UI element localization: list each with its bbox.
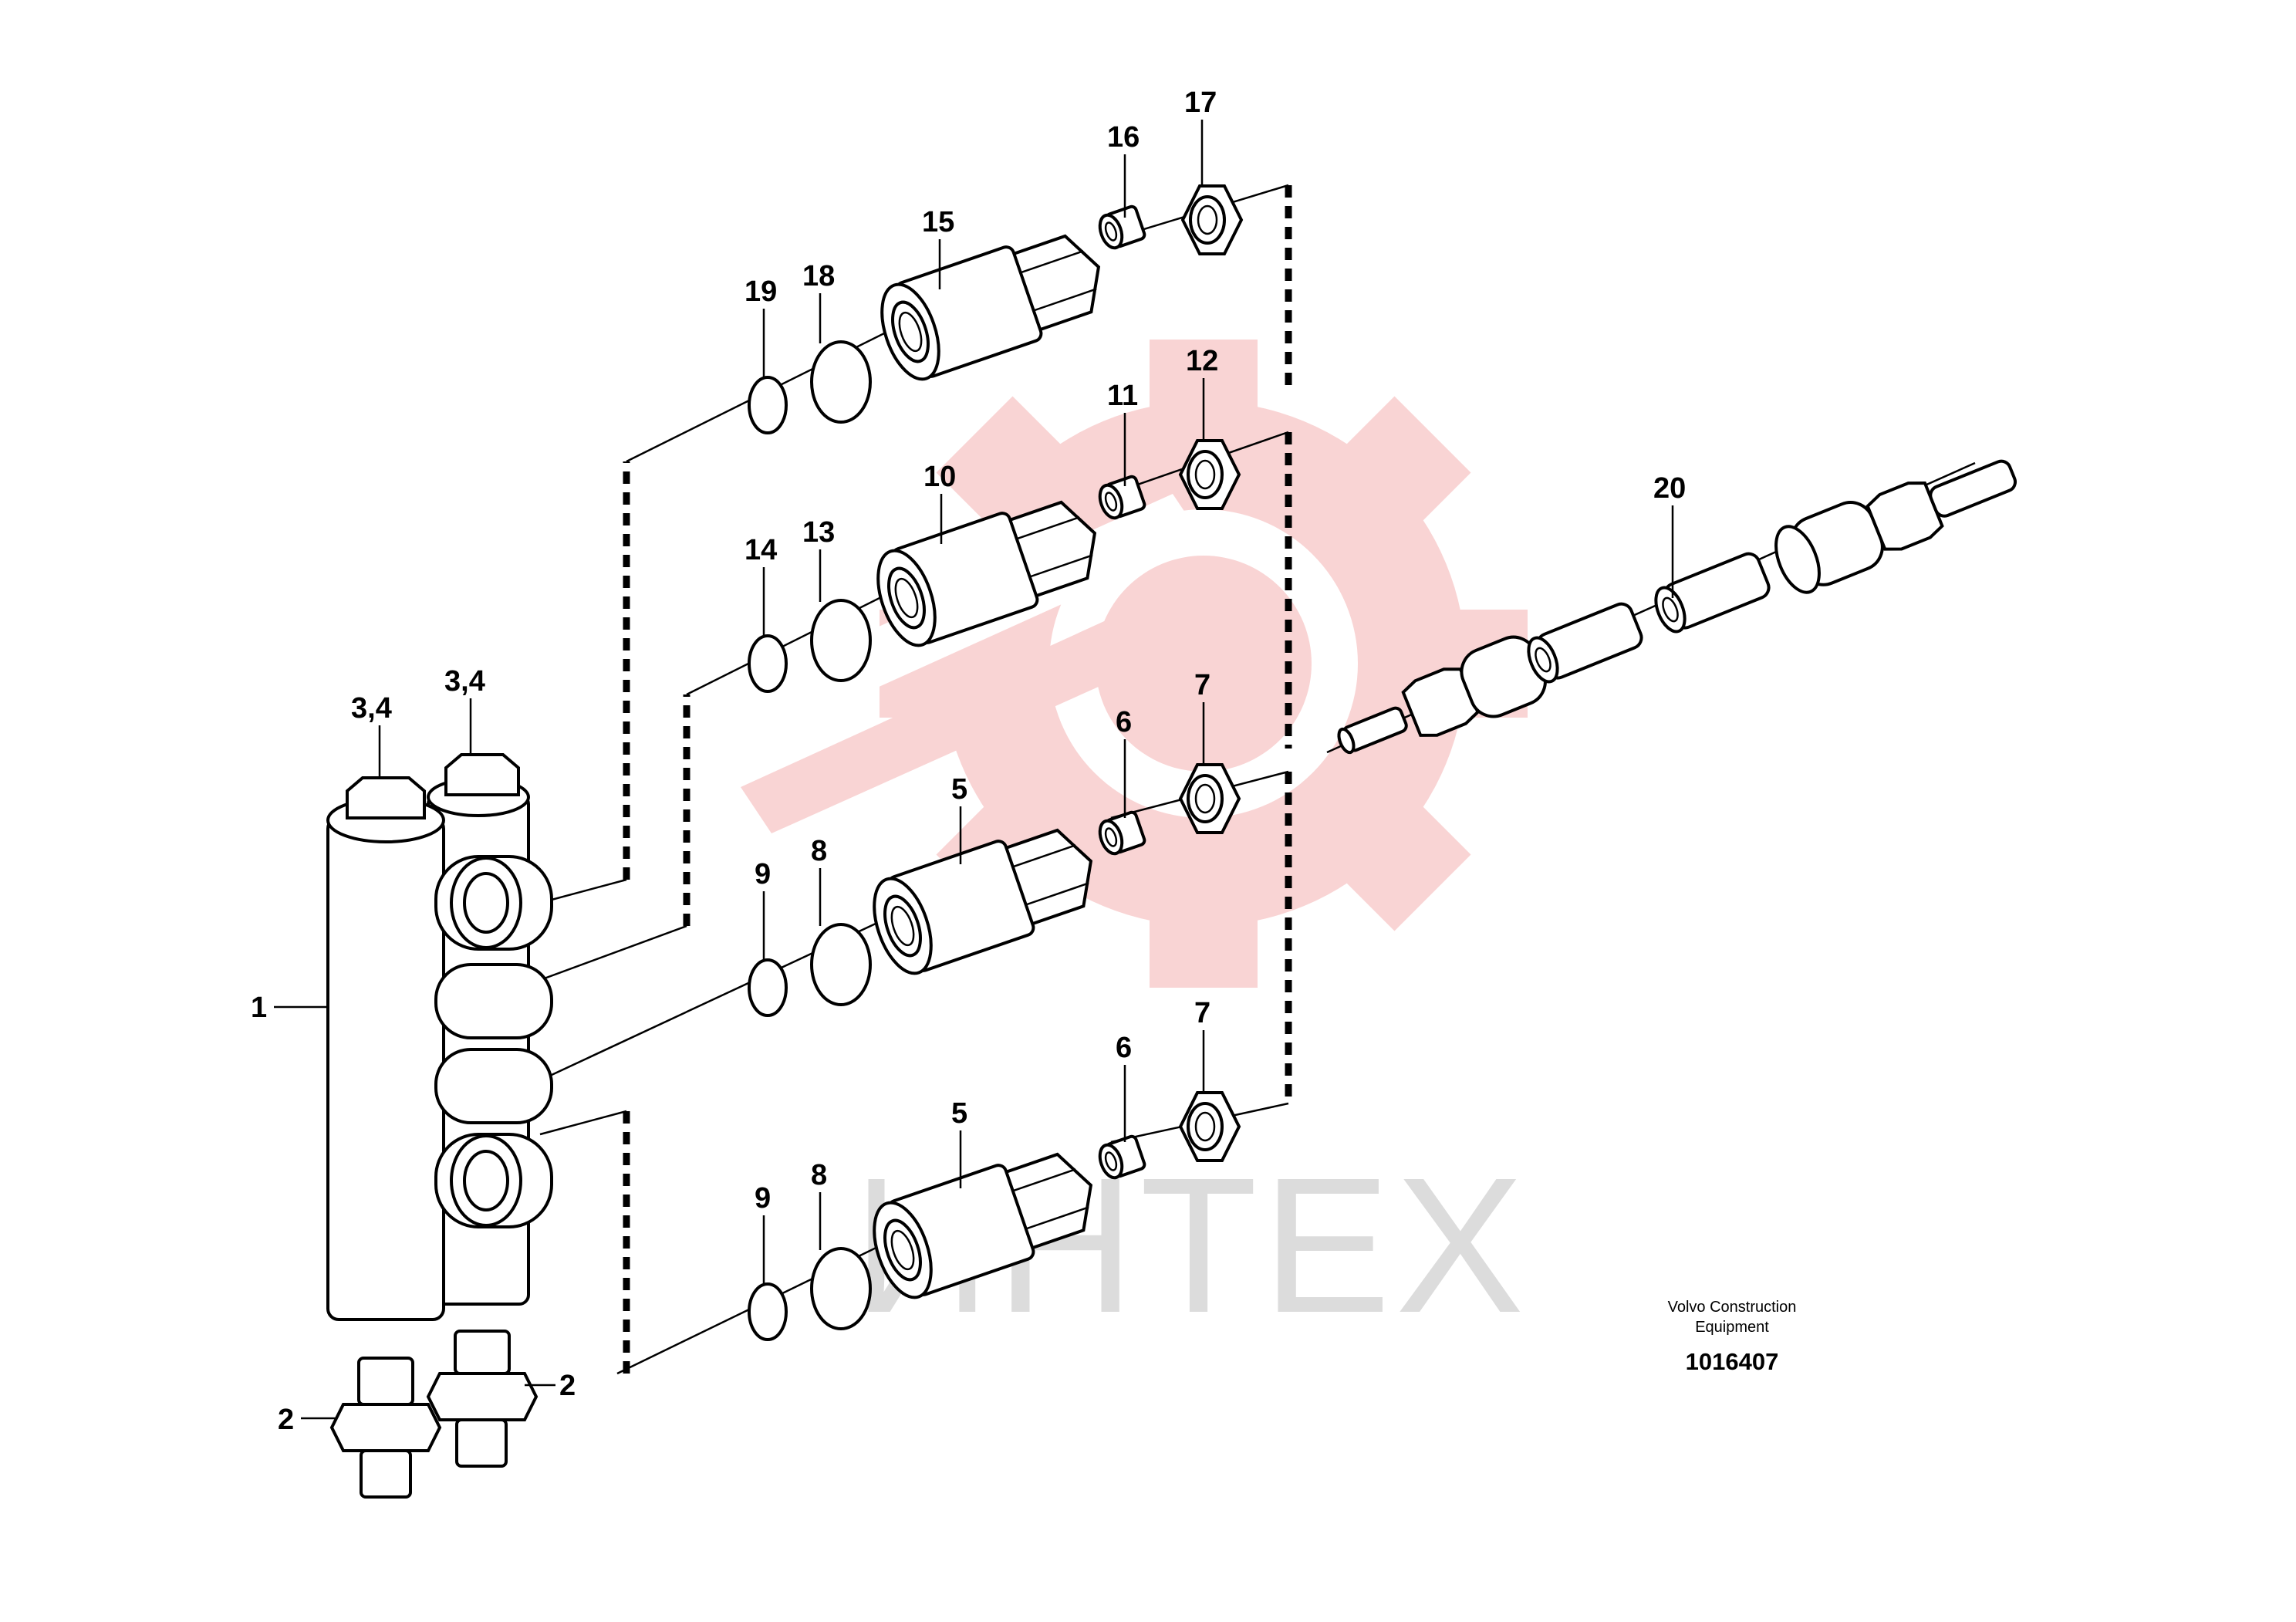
o-ring-19 [748, 376, 788, 434]
o-ring-18 [810, 340, 872, 424]
label-6-upper: 6 [1116, 706, 1132, 738]
label-3-4-right: 3,4 [444, 665, 485, 698]
o-ring-14 [748, 634, 788, 693]
label-9-upper: 9 [755, 858, 771, 890]
manifold-block [326, 753, 553, 1321]
label-17: 17 [1184, 86, 1217, 119]
part-labels: 1 3,4 3,4 2 2 19 18 15 16 17 14 13 10 11… [251, 86, 1686, 1436]
nipple-left [329, 1357, 442, 1499]
label-20: 20 [1653, 472, 1686, 505]
label-2-right: 2 [559, 1370, 576, 1402]
label-14: 14 [745, 534, 777, 566]
label-16: 16 [1107, 121, 1140, 154]
label-12: 12 [1186, 345, 1218, 377]
label-8-upper: 8 [811, 835, 827, 867]
leader-lines [274, 120, 1674, 1420]
label-19: 19 [745, 275, 777, 308]
caption-line-1: Volvo Construction [1668, 1299, 1797, 1316]
label-5-lower: 5 [951, 1097, 967, 1130]
o-ring-9-lower [748, 1282, 788, 1341]
sleeve-16 [1094, 204, 1147, 253]
o-ring-8-lower [810, 1247, 872, 1330]
hose-assembly-20 [1337, 459, 2017, 755]
label-8-lower: 8 [811, 1159, 827, 1191]
label-15: 15 [922, 206, 954, 238]
dashed-tube-lines [623, 185, 1292, 1374]
label-2-left: 2 [278, 1404, 294, 1436]
o-ring-9-upper [748, 958, 788, 1017]
label-3-4-left: 3,4 [351, 692, 392, 725]
caption: Volvo Construction Equipment 1016407 [1668, 1299, 1797, 1375]
label-13: 13 [802, 516, 835, 549]
label-6-lower: 6 [1116, 1032, 1132, 1064]
label-5-upper: 5 [951, 773, 967, 806]
document-number: 1016407 [1686, 1348, 1779, 1375]
label-7-lower: 7 [1194, 997, 1210, 1029]
caption-line-2: Equipment [1695, 1319, 1769, 1336]
o-ring-8-upper [810, 923, 872, 1006]
label-10: 10 [923, 461, 956, 493]
label-7-upper: 7 [1194, 669, 1210, 701]
label-11: 11 [1107, 380, 1138, 412]
label-9-lower: 9 [755, 1182, 771, 1215]
fitting-15 [869, 218, 1116, 388]
o-ring-13 [810, 599, 872, 682]
nipple-right [426, 1330, 539, 1468]
nut-17 [1181, 184, 1243, 255]
label-18: 18 [802, 260, 835, 292]
label-1: 1 [251, 992, 267, 1024]
